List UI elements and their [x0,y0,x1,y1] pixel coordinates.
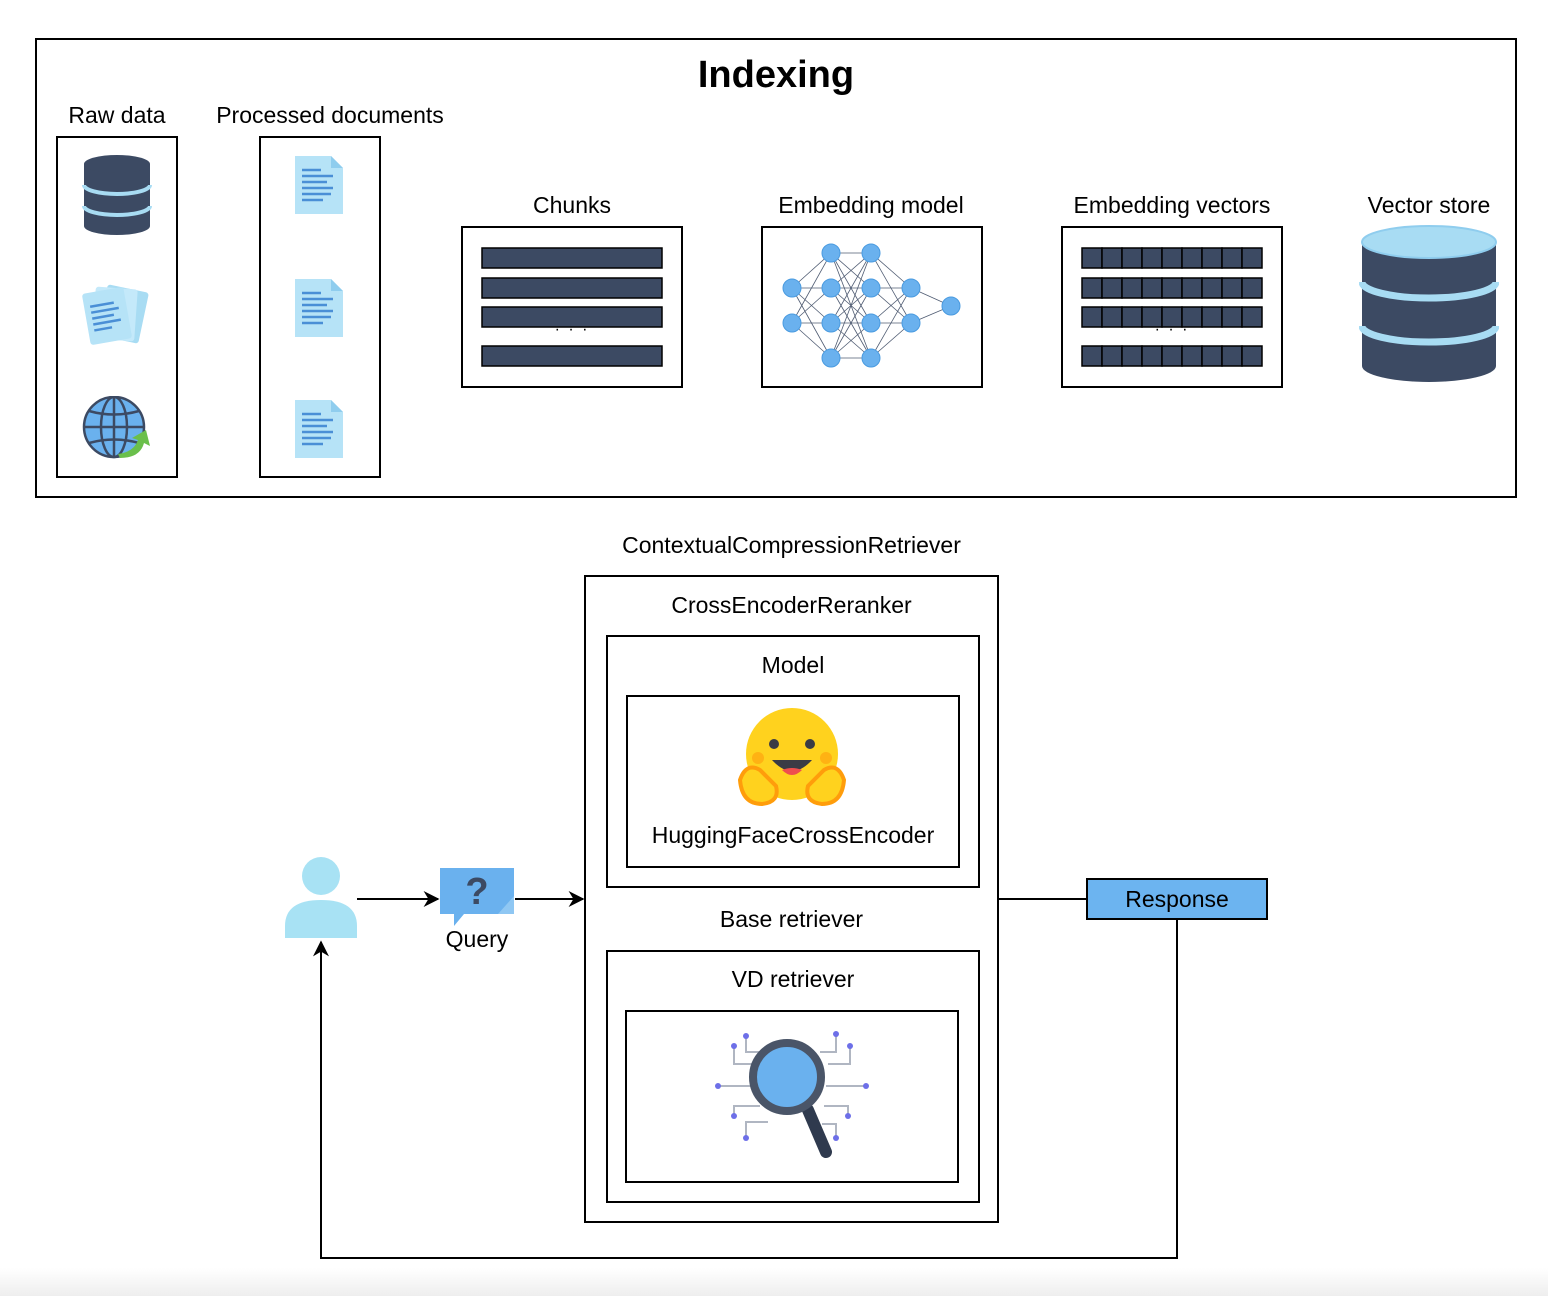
base-retriever-label: Base retriever [719,906,864,932]
vector-cell [1221,345,1243,367]
chunks-label: Chunks [533,192,611,218]
vector-cell [1241,247,1263,269]
indexing-title: Indexing [697,54,855,96]
model-label: Model [761,652,825,678]
vector-cell [1081,277,1103,299]
document-icon [295,156,343,214]
vd-retriever-label: VD retriever [731,966,855,992]
hugging-face-emoji-icon [737,708,847,806]
contextual-compression-retriever-label: ContextualCompressionRetriever [622,532,961,558]
vector-cell [1221,247,1243,269]
vector-cell [1201,345,1223,367]
embedding-vector-grid [1081,247,1263,367]
globe-icon [82,396,150,459]
neural-network-icon [782,243,961,368]
vector-cell [1181,345,1203,367]
embedding-model-label: Embedding model [778,192,964,218]
question-bubble-icon: ? [440,868,514,926]
raw-data-label: Raw data [68,102,166,128]
vector-cell [1101,345,1123,367]
vector-cell [1141,247,1163,269]
vector-cell [1101,277,1123,299]
vector-cell [1121,345,1143,367]
documents-icon [82,284,149,345]
vector-cell [1201,277,1223,299]
vector-cell [1221,277,1243,299]
database-icon [82,155,152,235]
vector-cell [1161,247,1183,269]
vector-store-database-icon [1359,225,1499,382]
vectors-ellipsis: · · · [1154,321,1190,338]
search-circuit-icon [715,1031,869,1158]
vector-cell [1141,345,1163,367]
document-icon [295,400,343,458]
response-label: Response [1125,885,1229,912]
chunk-bar [481,345,663,367]
vector-cell [1121,247,1143,269]
vector-cell [1161,277,1183,299]
svg-text:?: ? [465,871,488,913]
user-icon [285,857,357,938]
vector-cell [1141,277,1163,299]
chunk-bars [481,247,663,367]
chunks-ellipsis: · · · [554,321,590,338]
processed-documents-label: Processed documents [216,102,444,128]
vector-cell [1121,277,1143,299]
vector-cell [1101,247,1123,269]
hugging-face-cross-encoder-label: HuggingFaceCrossEncoder [651,822,935,848]
vector-cell [1181,277,1203,299]
response-box: Response [1086,878,1268,920]
chunk-bar [481,247,663,269]
vector-cell [1241,306,1263,328]
embedding-vectors-label: Embedding vectors [1073,192,1271,218]
bottom-fade [0,1268,1548,1296]
vector-cell [1201,247,1223,269]
chunk-bar [481,306,663,328]
vector-cell [1241,345,1263,367]
document-icon [295,279,343,337]
vector-store-label: Vector store [1367,192,1491,218]
vector-cell [1161,345,1183,367]
vector-cell [1081,247,1103,269]
query-label: Query [445,926,509,952]
vector-cell [1241,277,1263,299]
chunk-bar [481,277,663,299]
arrow-response-to-user [313,919,1178,1259]
vector-cell [1081,345,1103,367]
vector-cell [1181,247,1203,269]
cross-encoder-reranker-label: CrossEncoderReranker [671,592,912,618]
